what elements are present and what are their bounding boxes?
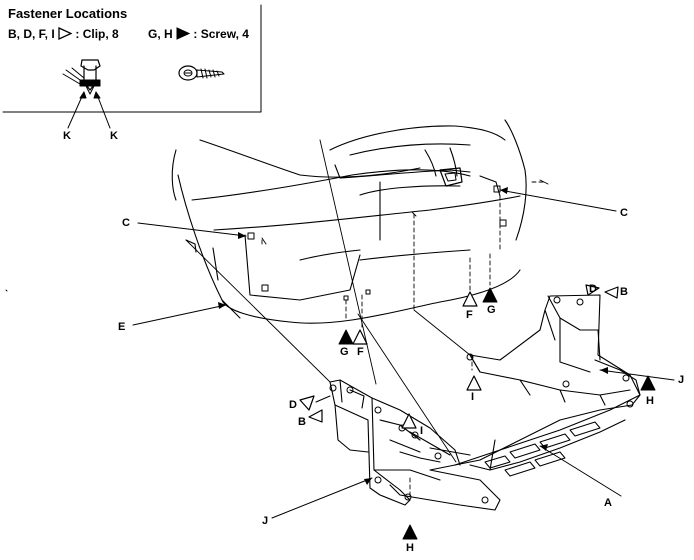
small-details <box>5 179 549 292</box>
callout-C-left: C <box>122 217 130 229</box>
callout-H-bottom: H <box>406 542 414 554</box>
leader-arrowheads <box>218 187 608 485</box>
side-cover-J-right <box>594 329 641 396</box>
callout-F-right: F <box>466 309 473 321</box>
clip-legend-text: : Clip, 8 <box>75 27 119 41</box>
callout-H-right: H <box>646 395 654 407</box>
front-bumper-outline <box>171 119 527 324</box>
clip-symbol-icon <box>58 26 73 41</box>
side-cover-J <box>329 379 461 506</box>
screw-markers <box>338 287 656 540</box>
clip-marker-I-left <box>401 413 417 429</box>
legend-title: Fastener Locations <box>8 6 128 21</box>
clip-marker-I-center <box>466 375 482 391</box>
screw-marker-H-right <box>640 375 656 391</box>
callout-I-center: I <box>471 391 474 403</box>
callout-E: E <box>118 321 125 333</box>
dashed-guide-lines <box>261 181 545 501</box>
clip-marker-F-right <box>462 291 478 307</box>
clip-markers <box>299 284 619 429</box>
callout-D-left: D <box>289 399 297 411</box>
screw-legend-letters: G, H <box>148 27 173 41</box>
clip-marker-B-top <box>604 286 619 299</box>
callout-J-left: J <box>262 515 268 527</box>
clip-marker-B-left <box>308 409 323 423</box>
callout-G-right: G <box>487 304 496 316</box>
callout-I-left: I <box>420 425 423 437</box>
clip-icon <box>62 59 111 129</box>
legend-box-border <box>2 4 262 113</box>
clip-legend-letters: B, D, F, I <box>8 27 55 41</box>
guide-lines <box>185 139 471 463</box>
callout-F-left: F <box>357 346 364 358</box>
screw-symbol-icon <box>176 27 191 40</box>
callout-J-right: J <box>678 374 684 386</box>
callout-D-top: D <box>589 283 597 295</box>
callout-C-right: C <box>620 207 628 219</box>
splash-shield-A <box>389 294 641 511</box>
cover-fastener-holes <box>329 296 634 504</box>
screw-marker-G-right <box>482 287 498 303</box>
callout-B-top: B <box>620 286 628 298</box>
clip-legend-line: B, D, F, I : Clip, 8 <box>8 26 119 41</box>
callout-G-left: G <box>340 346 349 358</box>
callout-K-left: K <box>63 130 71 142</box>
callout-A: A <box>604 497 612 509</box>
bumper-fastener-points <box>247 185 507 301</box>
clip-marker-D-top <box>585 284 600 296</box>
callout-B-left: B <box>298 416 306 428</box>
screw-marker-H-bottom <box>402 524 418 540</box>
screw-icon <box>178 65 225 81</box>
leader-lines <box>132 189 675 519</box>
screw-marker-G-left <box>338 329 354 345</box>
grille-emblem-icon <box>439 167 463 187</box>
screw-legend-text: : Screw, 4 <box>193 27 249 41</box>
clip-marker-D-left <box>299 395 315 411</box>
callout-K-right: K <box>110 130 118 142</box>
screw-legend-line: G, H : Screw, 4 <box>148 27 249 41</box>
clip-marker-F-left <box>352 329 368 345</box>
